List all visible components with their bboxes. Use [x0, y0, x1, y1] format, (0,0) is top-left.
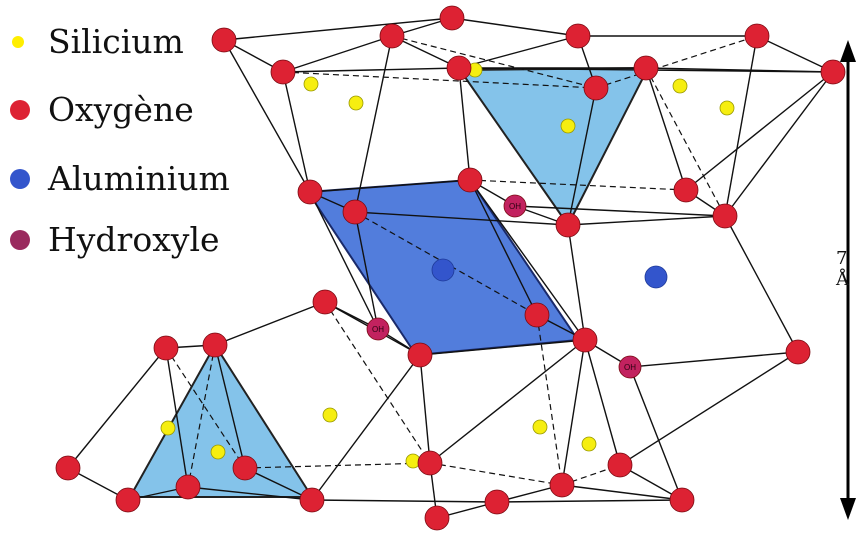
bond: [459, 68, 470, 180]
oxygen-atom: [313, 290, 337, 314]
hydroxyl-label: OH: [509, 202, 521, 211]
bond: [725, 36, 757, 216]
hydroxyl-label: OH: [372, 325, 384, 334]
oxygen-atom: [584, 76, 608, 100]
legend-label: Silicium: [48, 22, 184, 62]
dashed-bond: [430, 463, 562, 485]
oxygen-atom: [786, 340, 810, 364]
silicon-atom: [673, 79, 687, 93]
bond: [757, 36, 833, 72]
tetrahedron-top: [460, 68, 648, 225]
bond: [568, 216, 725, 225]
oxygen-atom: [821, 60, 845, 84]
silicon-atom: [323, 408, 337, 422]
oxygen-atom: [56, 456, 80, 480]
oxygen-atom: [154, 336, 178, 360]
oxygen-atom: [271, 60, 295, 84]
bond: [562, 485, 682, 500]
oxygen-atom: [458, 168, 482, 192]
oxygen-atom: [298, 180, 322, 204]
legend-label: Oxygène: [48, 90, 194, 130]
bond: [430, 340, 585, 463]
oxygen-atom: [525, 303, 549, 327]
oxygen-atom: [116, 488, 140, 512]
bond: [568, 225, 585, 340]
oxygen-atom: [343, 200, 367, 224]
bond: [515, 206, 725, 216]
hydroxyl-label: OH: [624, 363, 636, 372]
oxygen-atom: [440, 6, 464, 30]
bond: [420, 355, 430, 463]
bond: [725, 72, 833, 216]
oxygen-atom: [634, 56, 658, 80]
legend-label: Hydroxyle: [48, 220, 220, 260]
oxygen-atom: [233, 456, 257, 480]
silicon-atom: [161, 421, 175, 435]
bond: [562, 340, 585, 485]
oxygen-atom: [608, 453, 632, 477]
oxygen-atom: [485, 490, 509, 514]
oxygen-atom: [425, 506, 449, 530]
bond: [283, 36, 392, 72]
bond: [497, 500, 682, 502]
bond: [686, 72, 833, 190]
oxygen-atom: [408, 343, 432, 367]
red-dot-icon: [10, 100, 30, 120]
silicon-atom: [349, 96, 363, 110]
oxygen-atom: [212, 28, 236, 52]
bond: [630, 367, 682, 500]
bond: [725, 216, 798, 352]
oxygen-atom: [176, 475, 200, 499]
silicon-atom: [582, 437, 596, 451]
oxygen-atom: [556, 213, 580, 237]
bond: [312, 355, 420, 500]
silicon-atom: [720, 101, 734, 115]
oxygen-atom: [447, 56, 471, 80]
oxygen-atom: [674, 178, 698, 202]
silicon-atom: [211, 445, 225, 459]
oxygen-atom: [380, 24, 404, 48]
oxygen-atom: [573, 328, 597, 352]
oxygen-atom: [713, 204, 737, 228]
bond: [630, 352, 798, 367]
bond: [68, 348, 166, 468]
bond: [224, 18, 452, 40]
dimension-label: 7 Å: [836, 248, 866, 290]
oxygen-atom: [203, 333, 227, 357]
bond: [312, 500, 497, 502]
yellow-dot-icon: [12, 36, 24, 48]
oxygen-atom: [418, 451, 442, 475]
bond: [452, 18, 578, 36]
aluminium-atom: [645, 266, 667, 288]
blue-dot-icon: [10, 169, 30, 189]
legend-label: Aluminium: [48, 159, 230, 199]
bond: [215, 302, 325, 345]
silicon-atom: [533, 420, 547, 434]
bond: [283, 72, 310, 192]
silicon-atom: [561, 119, 575, 133]
bond: [283, 68, 459, 72]
oxygen-atom: [670, 488, 694, 512]
oxygen-atom: [300, 488, 324, 512]
oxygen-atom: [550, 473, 574, 497]
aluminium-atom: [432, 259, 454, 281]
purple-dot-icon: [10, 230, 30, 250]
oxygen-atom: [566, 24, 590, 48]
silicon-atom: [304, 77, 318, 91]
oxygen-atom: [745, 24, 769, 48]
